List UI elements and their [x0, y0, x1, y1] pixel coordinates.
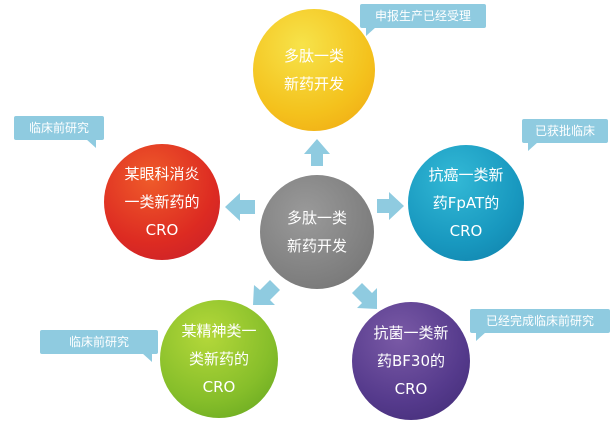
bottom-left-node-tag: 临床前研究 — [40, 330, 158, 362]
right-node-label: 抗癌一类新 药FpAT的 CRO — [428, 166, 504, 240]
center-node-label: 多肽一类 新药开发 — [286, 209, 347, 255]
bottom-right-node: 抗菌一类新 药BF30的 CRO — [352, 302, 470, 420]
bottom-left-node-label: 某精神类一 类新药的 CRO — [181, 322, 257, 396]
arrow-right — [377, 192, 404, 220]
left-node-tag: 临床前研究 — [14, 116, 104, 148]
right-node-tag: 已获批临床 — [522, 119, 608, 151]
arrow-up — [304, 139, 330, 166]
left-node: 某眼科消炎 一类新药的 CRO — [104, 144, 220, 260]
arrow-down-right — [352, 283, 377, 309]
bottom-right-node-tag: 已经完成临床前研究 — [470, 309, 610, 341]
bottom-right-node-label: 抗菌一类新 药BF30的 CRO — [373, 324, 449, 398]
top-node: 多肽一类 新药开发 — [253, 9, 375, 131]
right-node: 抗癌一类新 药FpAT的 CRO — [408, 145, 524, 261]
left-node-label: 某眼科消炎 一类新药的 CRO — [124, 165, 200, 239]
arrow-down-left — [253, 280, 280, 305]
arrow-left — [225, 193, 255, 221]
center-node: 多肽一类 新药开发 — [260, 175, 374, 289]
top-node-label: 多肽一类 新药开发 — [283, 47, 344, 93]
bottom-left-node: 某精神类一 类新药的 CRO — [160, 300, 278, 418]
top-node-tag: 申报生产已经受理 — [360, 4, 486, 36]
